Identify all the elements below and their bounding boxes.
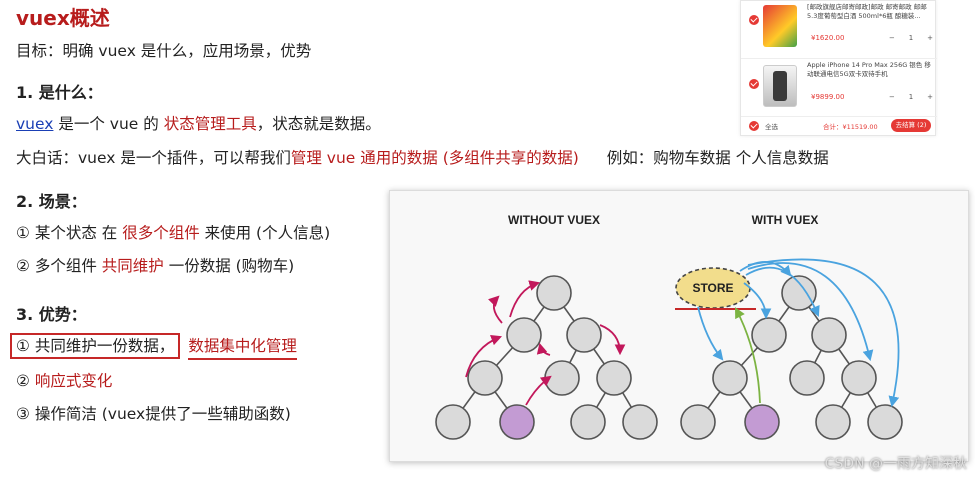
advantage2-highlight: 响应式变化 — [34, 372, 113, 390]
scenario2-highlight: 共同维护 — [101, 257, 164, 275]
quantity-value[interactable]: 1 — [908, 34, 914, 42]
scenario2-text-a: ② 多个组件 — [16, 257, 102, 275]
what-line-1: vuex 是一个 vue 的 状态管理工具，状态就是数据。 — [16, 112, 381, 134]
goal-line: 目标：明确 vuex 是什么，应用场景，优势 — [16, 42, 312, 60]
advantage2-text-a: ② — [16, 372, 35, 390]
what-highlight: 状态管理工具 — [163, 115, 257, 133]
cart-item: [邮政旗舰店邮寄邮政]邮政 邮寄邮政 邮邮 5.3度葡萄型白酒 500ml*6瓶… — [741, 1, 937, 59]
scenario1-text-b: 来使用 (个人信息) — [199, 224, 331, 242]
what-text-a: 是一个 vue 的 — [53, 115, 164, 133]
cart-total: 合计：¥11519.00 — [823, 123, 878, 131]
product-name: [邮政旗舰店邮寄邮政]邮政 邮寄邮政 邮邮 5.3度葡萄型白酒 500ml*6瓶… — [807, 3, 927, 20]
scenario1-highlight: 很多个组件 — [122, 224, 200, 242]
product-image — [763, 5, 797, 47]
cart-item: Apple iPhone 14 Pro Max 256G 银色 移动联通电信5G… — [741, 59, 937, 117]
what-line-2: 大白话：vuex 是一个插件，可以帮我们管理 vue 通用的数据 (多组件共享的… — [16, 146, 829, 168]
scenario-item-2: ② 多个组件 共同维护 一份数据 (购物车) — [16, 254, 294, 276]
left-tree-nodes — [435, 275, 658, 440]
plain-text-a: 大白话：vuex 是一个插件，可以帮我们 — [16, 149, 291, 167]
left-tree-edges — [452, 292, 641, 423]
quantity-stepper[interactable]: − 1 + — [889, 91, 933, 103]
right-commit-arrow — [734, 307, 761, 404]
store-label: STORE — [692, 281, 733, 295]
page-title: vuex概述 — [16, 6, 110, 30]
right-store-arrows — [697, 258, 900, 408]
scenario-item-1: ① 某个状态 在 很多个组件 来使用 (个人信息) — [16, 221, 330, 243]
section-what-heading: 1. 是什么： — [16, 83, 103, 102]
what-text-b: ，状态就是数据。 — [256, 115, 381, 133]
cart-footer: 全选 合计：¥11519.00 去结算 (2) — [741, 119, 937, 135]
cart-preview: [邮政旗舰店邮寄邮政]邮政 邮寄邮政 邮邮 5.3度葡萄型白酒 500ml*6瓶… — [740, 0, 937, 136]
advantage1-underlined: 数据集中化管理 — [188, 337, 297, 360]
section-scenario-heading: 2. 场景： — [16, 192, 87, 211]
plain-highlight: 管理 vue 通用的数据 (多组件共享的数据) — [290, 149, 579, 167]
plus-icon[interactable]: + — [927, 34, 933, 42]
check-icon[interactable] — [749, 79, 759, 89]
vuex-link[interactable]: vuex — [16, 115, 54, 133]
vuex-comparison-diagram: WITHOUT VUEX WITH VUEX — [389, 190, 969, 462]
quantity-stepper[interactable]: − 1 + — [889, 32, 933, 44]
right-tree-edges — [697, 292, 886, 423]
with-vuex-label: WITH VUEX — [752, 213, 819, 227]
advantage-item-2: ② 响应式变化 — [16, 369, 112, 391]
product-price: ¥9899.00 — [811, 93, 845, 101]
left-data-flow-arrows — [465, 280, 626, 406]
watermark: CSDN @一雨方知深秋 — [824, 456, 967, 472]
product-image — [763, 65, 797, 107]
without-vuex-label: WITHOUT VUEX — [508, 213, 600, 227]
check-icon[interactable] — [749, 15, 759, 25]
product-name: Apple iPhone 14 Pro Max 256G 银色 移动联通电信5G… — [807, 61, 931, 78]
plain-example: 例如：购物车数据 个人信息数据 — [606, 149, 829, 167]
minus-icon[interactable]: − — [889, 34, 895, 42]
quantity-value[interactable]: 1 — [908, 93, 914, 101]
minus-icon[interactable]: − — [889, 93, 895, 101]
select-all-check-icon[interactable] — [749, 121, 759, 131]
select-all-label[interactable]: 全选 — [765, 123, 778, 131]
diagram-svg: WITHOUT VUEX WITH VUEX — [435, 213, 903, 440]
scenario2-text-b: 一份数据 (购物车) — [163, 257, 295, 275]
scenario1-text-a: ① 某个状态 在 — [16, 224, 123, 242]
product-price: ¥1620.00 — [811, 34, 845, 42]
advantage1-boxed: ① 共同维护一份数据， — [10, 333, 181, 359]
checkout-button[interactable]: 去结算 (2) — [891, 119, 931, 132]
advantage-item-1: ① 共同维护一份数据， 数据集中化管理 — [10, 333, 297, 360]
advantage-item-3: ③ 操作简洁 (vuex提供了一些辅助函数) — [16, 405, 291, 423]
right-tree-nodes — [680, 275, 903, 440]
plus-icon[interactable]: + — [927, 93, 933, 101]
section-advantage-heading: 3. 优势： — [16, 305, 87, 324]
